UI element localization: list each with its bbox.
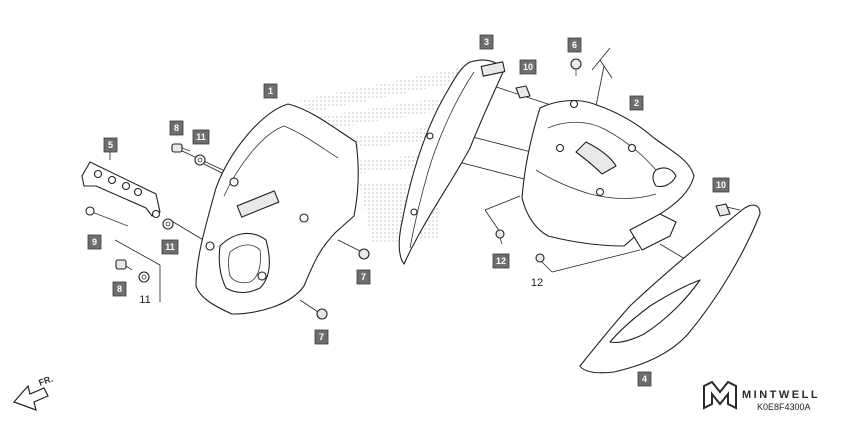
label-11-plain: 11 — [139, 294, 150, 306]
callout-10-upper: 10 — [519, 59, 537, 75]
svg-text:4: 4 — [642, 374, 647, 384]
svg-text:7: 7 — [361, 272, 366, 282]
watermark-brand: MINTWELL — [742, 389, 820, 401]
clip-10-lower — [715, 203, 731, 217]
callout-3: 3 — [479, 34, 494, 50]
mounting-bracket — [81, 161, 161, 219]
windscreen — [195, 103, 359, 315]
callout-5: 5 — [103, 137, 118, 153]
svg-text:10: 10 — [523, 62, 533, 72]
callout-8-lower: 8 — [112, 281, 127, 297]
svg-text:1: 1 — [268, 86, 273, 96]
callout-9: 9 — [87, 234, 102, 250]
svg-text:11: 11 — [165, 242, 175, 252]
svg-text:2: 2 — [634, 98, 639, 108]
front-cowl — [521, 99, 695, 251]
svg-text:9: 9 — [92, 237, 97, 247]
grommets-11 — [138, 154, 206, 283]
svg-text:10: 10 — [716, 180, 726, 190]
svg-text:11: 11 — [196, 132, 206, 142]
svg-text:3: 3 — [484, 37, 489, 47]
svg-text:8: 8 — [174, 123, 179, 133]
clip-10-upper — [515, 85, 531, 99]
svg-text:5: 5 — [108, 140, 113, 150]
callout-7-lower: 7 — [314, 329, 329, 345]
label-12-plain: 12 — [531, 277, 543, 289]
front-direction-arrow: FR. — [12, 374, 54, 411]
callout-6: 6 — [567, 37, 582, 53]
callout-4: 4 — [637, 371, 652, 387]
callout-7-upper: 7 — [356, 269, 371, 285]
callout-10-lower: 10 — [712, 177, 730, 193]
svg-text:6: 6 — [572, 40, 577, 50]
inner-side-panel — [398, 59, 506, 265]
svg-text:12: 12 — [496, 256, 506, 266]
lower-side-cowl — [579, 204, 761, 374]
callout-1: 1 — [263, 83, 278, 99]
part-code: K0E8F4300A — [757, 402, 811, 412]
callout-11-upper: 11 — [192, 129, 210, 145]
callout-2: 2 — [629, 95, 644, 111]
direction-label: FR. — [37, 374, 54, 388]
callout-8-upper: 8 — [169, 120, 184, 136]
screws-7 — [316, 248, 370, 320]
screw-6 — [570, 58, 582, 76]
mintwell-watermark: MINTWELL — [703, 380, 820, 410]
bolt-8-lower — [115, 259, 133, 271]
svg-text:7: 7 — [319, 332, 324, 342]
callout-12-boxed: 12 — [492, 253, 510, 269]
svg-text:8: 8 — [117, 284, 122, 294]
callout-11-middle: 11 — [161, 239, 179, 255]
screws-12 — [495, 229, 545, 263]
bolt-9 — [85, 206, 129, 227]
bolt-8-upper — [171, 143, 191, 153]
